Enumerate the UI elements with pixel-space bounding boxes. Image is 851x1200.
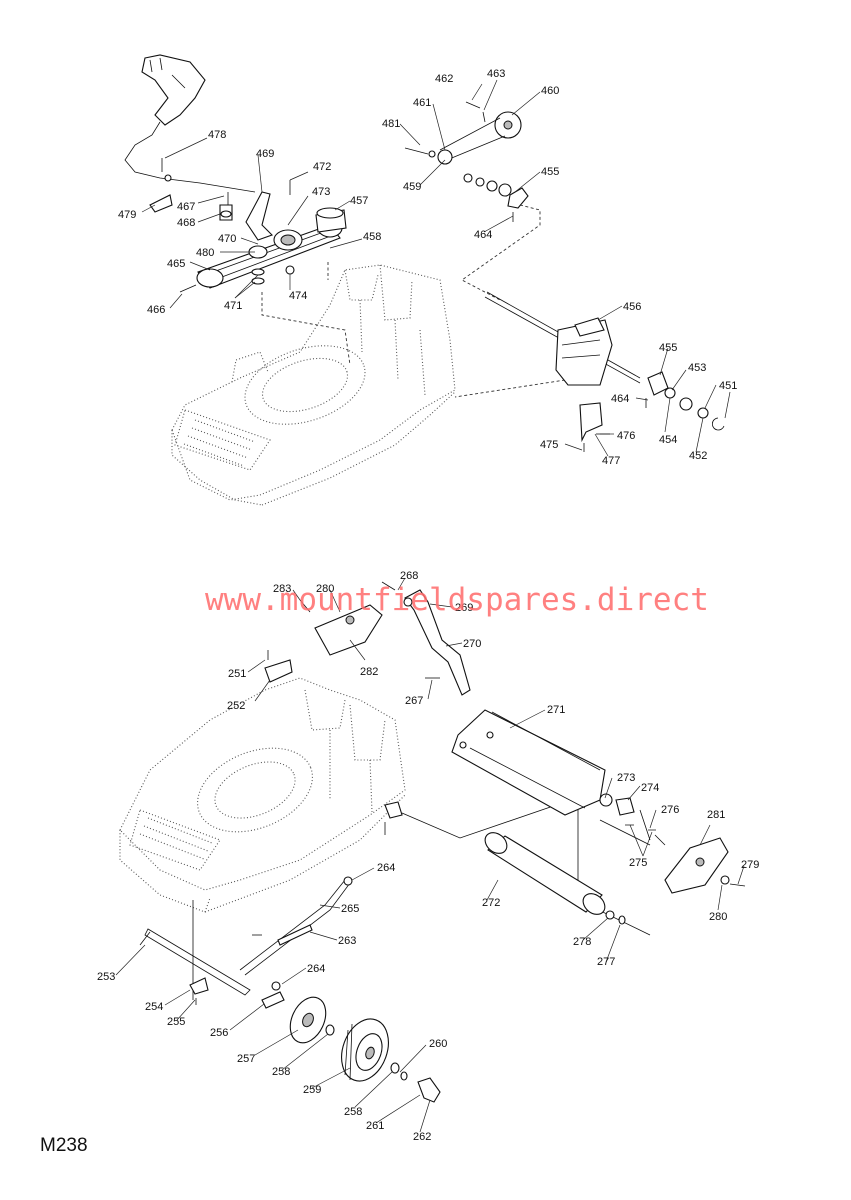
label-470: 470 [218, 233, 236, 245]
label-467: 467 [177, 201, 195, 213]
label-471: 471 [224, 300, 242, 312]
label-258-right: 258 [344, 1106, 362, 1118]
label-451: 451 [719, 380, 737, 392]
label-265: 265 [341, 903, 359, 915]
label-466: 466 [147, 304, 165, 316]
side-covers [264, 599, 746, 894]
leader-lines [141, 79, 731, 457]
upper-assembly-lines [261, 204, 566, 398]
label-479: 479 [118, 209, 136, 221]
label-259: 259 [303, 1084, 321, 1096]
handle-control [124, 54, 256, 193]
lower-deck-outline [119, 677, 406, 913]
label-258-left: 258 [272, 1066, 290, 1078]
watermark-text: www.mountfieldspares.direct [205, 582, 709, 618]
label-459: 459 [403, 181, 421, 193]
label-462: 462 [435, 73, 453, 85]
belt-and-pulleys [149, 158, 347, 293]
label-468: 468 [177, 217, 195, 229]
label-457: 457 [350, 195, 368, 207]
label-260: 260 [429, 1038, 447, 1050]
label-272: 272 [482, 897, 500, 909]
label-455-upper: 455 [541, 166, 559, 178]
label-472: 472 [313, 161, 331, 173]
roller-housing [451, 709, 656, 831]
height-lever [381, 581, 471, 696]
label-278: 278 [573, 936, 591, 948]
label-481: 481 [382, 118, 400, 130]
label-453: 453 [688, 362, 706, 374]
label-452: 452 [689, 450, 707, 462]
label-283: 283 [273, 583, 291, 595]
roller [484, 832, 626, 925]
label-254: 254 [145, 1001, 163, 1013]
label-480: 480 [196, 247, 214, 259]
label-465: 465 [167, 258, 185, 270]
label-458: 458 [363, 231, 381, 243]
gearbox [484, 291, 725, 452]
label-264-upper: 264 [377, 862, 395, 874]
label-253: 253 [97, 971, 115, 983]
label-268: 268 [400, 570, 418, 582]
upper-deck-outline [171, 264, 456, 506]
label-461: 461 [413, 97, 431, 109]
label-271: 271 [547, 704, 565, 716]
label-270: 270 [463, 638, 481, 650]
part-labels: 462 463 460 461 481 459 455 464 478 469 … [97, 68, 759, 1143]
label-255: 255 [167, 1016, 185, 1028]
label-267: 267 [405, 695, 423, 707]
label-475: 475 [540, 439, 558, 451]
label-469: 469 [256, 148, 274, 160]
label-281: 281 [707, 809, 725, 821]
label-282: 282 [360, 666, 378, 678]
label-460: 460 [541, 85, 559, 97]
sprocket-chain [404, 101, 529, 222]
label-279: 279 [741, 859, 759, 871]
label-262: 262 [413, 1131, 431, 1143]
label-256: 256 [210, 1027, 228, 1039]
label-473: 473 [312, 186, 330, 198]
label-252: 252 [227, 700, 245, 712]
leader-lines-lower [115, 577, 745, 1133]
label-455-lower: 455 [659, 342, 677, 354]
label-264-lower: 264 [307, 963, 325, 975]
label-464-upper: 464 [474, 229, 492, 241]
label-478: 478 [208, 129, 226, 141]
label-273: 273 [617, 772, 635, 784]
label-274: 274 [641, 782, 659, 794]
front-wheel-assembly [139, 876, 441, 1103]
label-464-lower: 464 [611, 393, 629, 405]
label-275: 275 [629, 857, 647, 869]
label-276: 276 [661, 804, 679, 816]
label-477: 477 [602, 455, 620, 467]
label-269: 269 [455, 602, 473, 614]
label-474: 474 [289, 290, 307, 302]
diagram-code: M238 [40, 1135, 88, 1156]
label-277: 277 [597, 956, 615, 968]
label-454: 454 [659, 434, 677, 446]
label-251: 251 [228, 668, 246, 680]
label-476: 476 [617, 430, 635, 442]
label-280-upper: 280 [316, 583, 334, 595]
label-257: 257 [237, 1053, 255, 1065]
label-280-lower: 280 [709, 911, 727, 923]
label-263: 263 [338, 935, 356, 947]
label-456: 456 [623, 301, 641, 313]
label-463: 463 [487, 68, 505, 80]
label-261: 261 [366, 1120, 384, 1132]
